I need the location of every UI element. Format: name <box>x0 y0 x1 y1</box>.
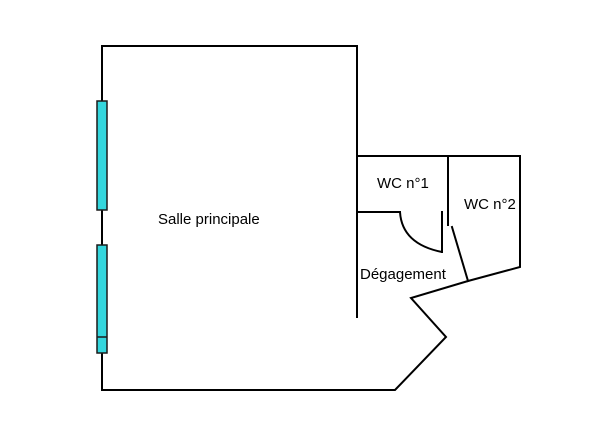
wc1-label: WC n°1 <box>377 175 429 192</box>
hallway-label: Dégagement <box>360 266 447 283</box>
window-upper <box>96 100 108 211</box>
main-room-walls <box>101 45 521 391</box>
window-lower <box>96 244 108 354</box>
wc1-door-swing <box>399 211 443 253</box>
wc2-door <box>450 225 470 283</box>
wc2-label: WC n°2 <box>464 196 516 213</box>
main-room-label: Salle principale <box>158 211 260 228</box>
